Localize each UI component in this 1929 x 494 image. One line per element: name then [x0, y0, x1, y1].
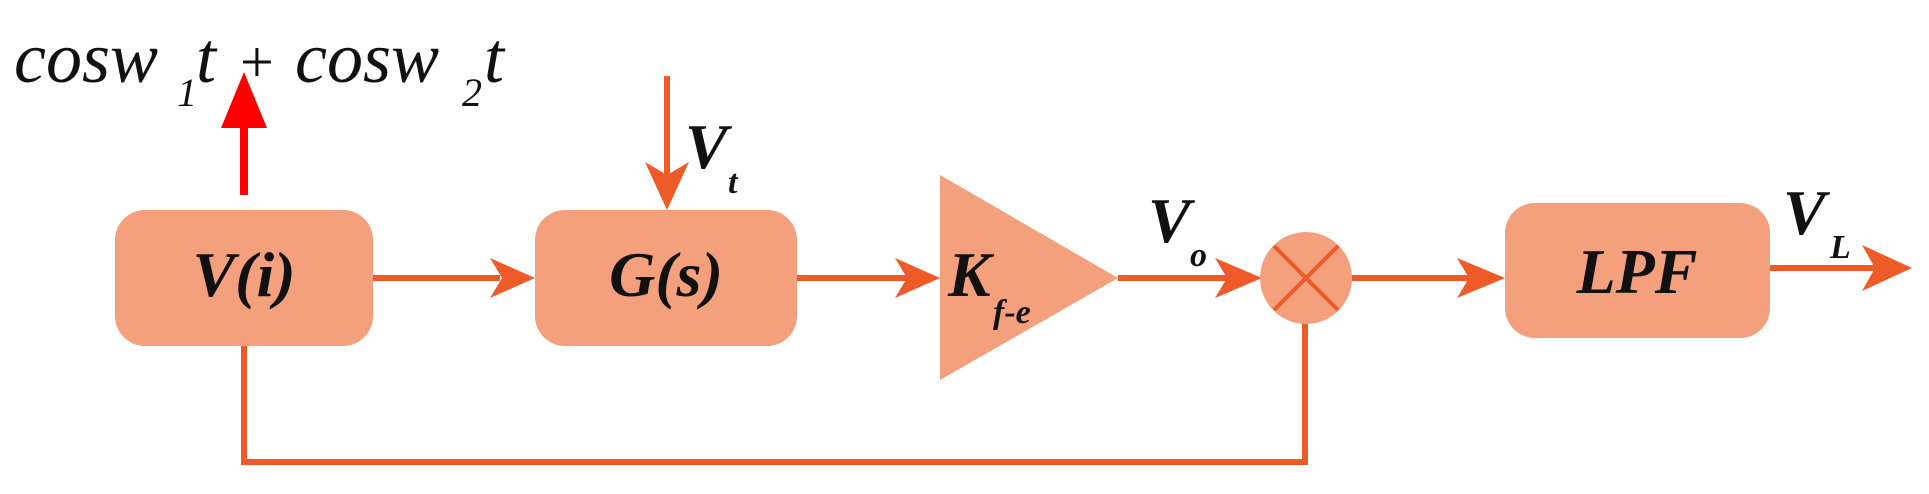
vl-label-main: V [1783, 177, 1831, 248]
arrow-v-to-g [372, 258, 535, 298]
amplifier-triangle: K f-e [940, 175, 1118, 380]
multiply-cross-icon [1272, 244, 1340, 312]
lpf-block: LPF [1505, 203, 1770, 338]
arrow-mult-to-lpf [1352, 258, 1505, 298]
arrow-amp-to-mult [1118, 258, 1262, 298]
v-block: V(i) [115, 210, 373, 346]
vo-label-sub: o [1190, 237, 1207, 274]
vo-label: V o [1148, 185, 1207, 274]
vo-label-main: V [1148, 185, 1196, 256]
expr-cosw-2: cosw [295, 18, 439, 98]
expr-t-1: t [196, 18, 218, 98]
expr-sub-2: 2 [462, 70, 482, 115]
g-block: G(s) [535, 210, 797, 346]
arrow-vt-input [645, 76, 689, 210]
arrow-lpf-output [1770, 245, 1912, 291]
expr-cosw-1: cosw [14, 18, 158, 98]
expr-plus: + [240, 29, 274, 95]
expr-sub-1: 1 [177, 70, 197, 115]
vl-label: V L [1783, 177, 1851, 266]
amp-label-sub: f-e [993, 294, 1031, 331]
vt-label: V t [685, 111, 739, 201]
g-block-label: G(s) [609, 239, 723, 310]
vt-label-sub: t [728, 164, 739, 201]
top-output-expression: cosw 1 t + cosw 2 t [14, 18, 506, 115]
expr-t-2: t [484, 18, 506, 98]
lpf-block-label: LPF [1576, 236, 1698, 307]
v-block-label: V(i) [192, 239, 295, 310]
vl-label-sub: L [1829, 229, 1851, 266]
feedback-path [241, 318, 1308, 465]
amp-label-main: K [947, 239, 995, 310]
vt-label-main: V [685, 111, 733, 182]
red-output-arrow [221, 72, 267, 195]
arrow-g-to-amp [797, 258, 940, 298]
multiplier [1260, 232, 1352, 324]
